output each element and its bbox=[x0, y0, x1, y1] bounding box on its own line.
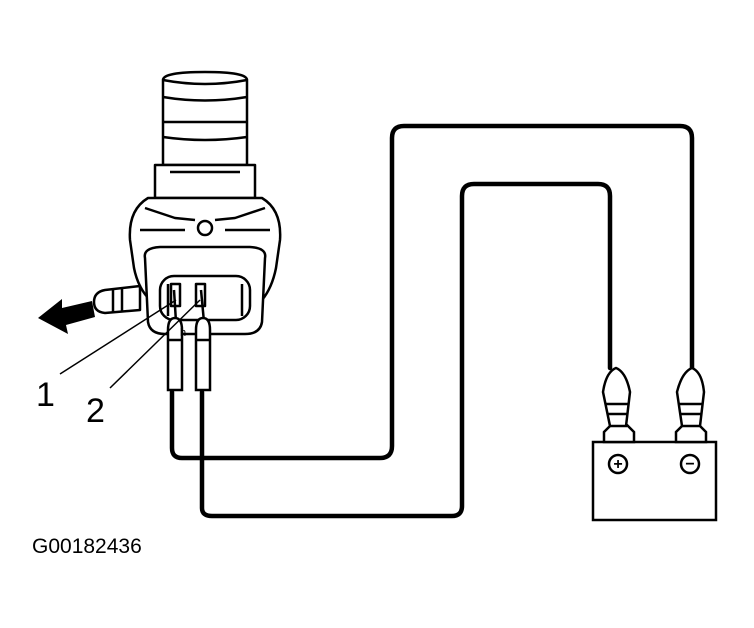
alligator-clip-positive bbox=[601, 366, 632, 428]
arrow-left-icon bbox=[38, 299, 95, 334]
probe-pin-1 bbox=[172, 289, 178, 323]
callout-number-1: 1 bbox=[36, 376, 55, 414]
probe-sleeve-1 bbox=[166, 316, 184, 392]
callout-leader-2 bbox=[109, 299, 201, 389]
probe-sleeve-2 bbox=[194, 316, 212, 392]
callout-leader-1 bbox=[59, 299, 177, 375]
alligator-clip-negative bbox=[675, 366, 706, 428]
probe-pin-2 bbox=[199, 289, 206, 323]
figure-code: G00182436 bbox=[32, 535, 142, 558]
positive-terminal-symbol: + bbox=[613, 456, 622, 473]
callout-number-2: 2 bbox=[86, 392, 105, 430]
battery-icon bbox=[591, 366, 718, 522]
solenoid-valve-icon bbox=[92, 70, 282, 336]
negative-terminal-symbol: − bbox=[685, 456, 694, 473]
jumper-wire bbox=[169, 123, 695, 519]
probe-marking: h bbox=[180, 327, 186, 339]
